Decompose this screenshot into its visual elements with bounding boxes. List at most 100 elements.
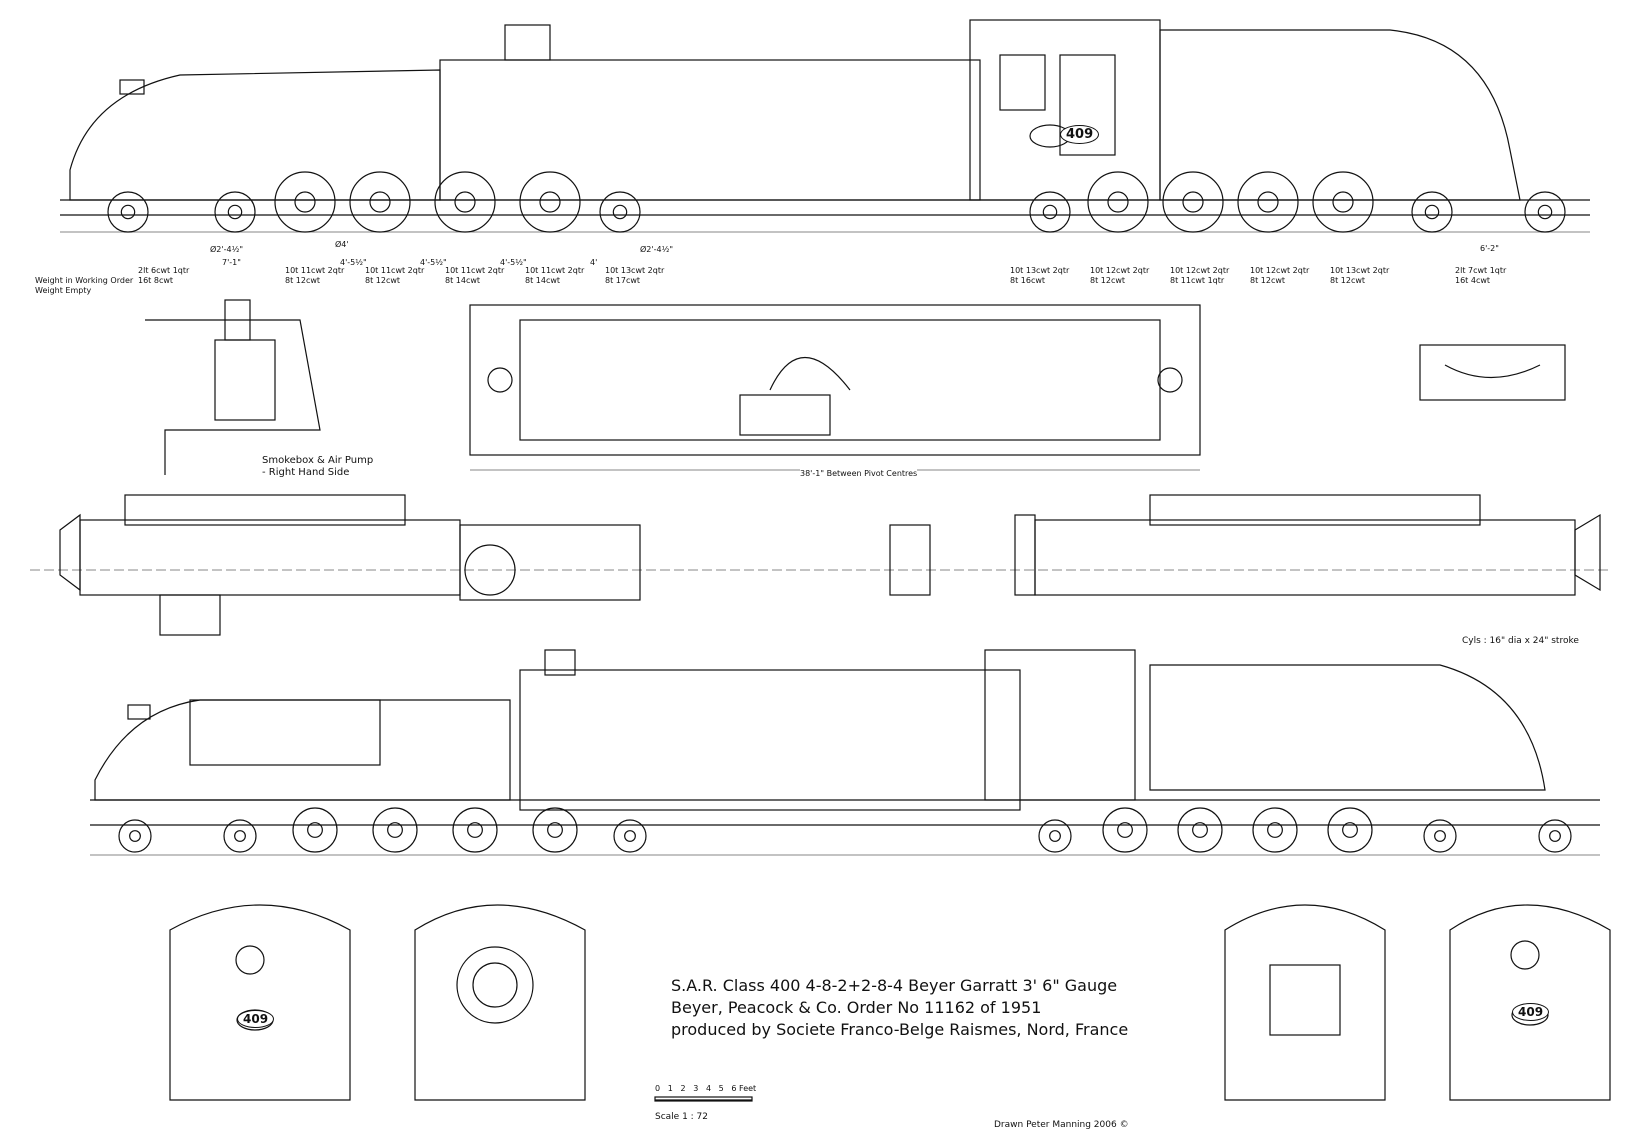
- caption-line: Smokebox & Air Pump: [262, 455, 374, 466]
- bogie-end-view: [1419, 344, 1566, 401]
- title-line: produced by Societe Franco-Belge Raismes…: [671, 1020, 1129, 1039]
- wheel-hub: [547, 822, 563, 838]
- number-plate: 409: [1060, 125, 1100, 144]
- wheel-hub: [1549, 830, 1561, 842]
- wheel: [1029, 191, 1071, 233]
- wheel: [434, 171, 496, 233]
- wheel-hub: [1117, 822, 1133, 838]
- wheel: [1538, 819, 1572, 853]
- wheel-hub: [612, 204, 628, 220]
- wheel: [292, 807, 338, 853]
- side-elevation: [60, 19, 1590, 233]
- wheel-hub: [227, 204, 243, 220]
- wheel: [1237, 171, 1299, 233]
- title-block: S.A.R. Class 400 4-8-2+2-8-4 Beyer Garra…: [671, 975, 1128, 1041]
- wheel: [599, 191, 641, 233]
- dim-spacing: 4': [590, 258, 598, 267]
- wheel: [349, 171, 411, 233]
- wheel: [372, 807, 418, 853]
- wheel: [1102, 807, 1148, 853]
- wheel: [452, 807, 498, 853]
- dim-spacing: 4'-5½": [420, 258, 447, 267]
- weight-label-empty: Weight Empty: [35, 286, 92, 295]
- wheel-hub: [1257, 191, 1279, 213]
- wheel-hub: [454, 191, 476, 213]
- dim-rear-pony-wheel: Ø2'-4½": [640, 245, 673, 254]
- detail-caption: Smokebox & Air Pump - Right Hand Side: [262, 455, 373, 479]
- wheel-set: [107, 171, 1566, 233]
- wheel: [532, 807, 578, 853]
- wheel-hub: [539, 191, 561, 213]
- wheel-hub: [1182, 191, 1204, 213]
- wheel: [274, 171, 336, 233]
- dim-spacing: 4'-5½": [340, 258, 367, 267]
- wheel: [1411, 191, 1453, 233]
- wheel-hub: [294, 191, 316, 213]
- smokebox-detail: [145, 299, 321, 475]
- dim-rear-spacing: 6'-2": [1480, 244, 1499, 253]
- wheel-hub: [307, 822, 323, 838]
- wheel-set-section: [118, 807, 1572, 853]
- wheel: [107, 191, 149, 233]
- wheel: [1038, 819, 1072, 853]
- wheel-hub: [1107, 191, 1129, 213]
- wheel-hub: [1342, 822, 1358, 838]
- number-plate-front: 409: [237, 1010, 275, 1028]
- wheel: [1087, 171, 1149, 233]
- dim-pivot-centres: 38'-1" Between Pivot Centres: [800, 469, 918, 479]
- wheel-hub: [1049, 830, 1061, 842]
- frame-plan: [469, 304, 1201, 471]
- cylinders-note: Cyls : 16" dia x 24" stroke: [1462, 636, 1579, 646]
- engine-units-plan: [30, 494, 1610, 636]
- wheel: [1327, 807, 1373, 853]
- title-line: S.A.R. Class 400 4-8-2+2-8-4 Beyer Garra…: [671, 976, 1118, 995]
- wheel-hub: [1424, 204, 1440, 220]
- wheel: [1177, 807, 1223, 853]
- dim-pony-wheel: Ø2'-4½": [210, 245, 243, 254]
- dim-driving-wheel: Ø4': [335, 240, 349, 249]
- number-plate-rear: 409: [1512, 1003, 1550, 1021]
- wheel-hub: [120, 204, 136, 220]
- wheel-hub: [1267, 822, 1283, 838]
- wheel: [519, 171, 581, 233]
- title-line: Beyer, Peacock & Co. Order No 11162 of 1…: [671, 998, 1042, 1017]
- wheel: [1524, 191, 1566, 233]
- wheel: [118, 819, 152, 853]
- wheel-hub: [1537, 204, 1553, 220]
- wheel: [214, 191, 256, 233]
- scale-bar: [654, 1096, 753, 1102]
- wheel: [1252, 807, 1298, 853]
- credit: Drawn Peter Manning 2006 ©: [994, 1120, 1129, 1130]
- wheel-hub: [1332, 191, 1354, 213]
- wheel-hub: [387, 822, 403, 838]
- sectional-elevation: [90, 649, 1600, 856]
- dim-spacing: 4'-5½": [500, 258, 527, 267]
- wheel-hub: [1434, 830, 1446, 842]
- wheel-hub: [467, 822, 483, 838]
- wheel: [613, 819, 647, 853]
- wheel: [1423, 819, 1457, 853]
- wheel-hub: [1042, 204, 1058, 220]
- wheel: [1162, 171, 1224, 233]
- wheel-hub: [624, 830, 636, 842]
- dim-spacing: 7'-1": [222, 258, 241, 267]
- weight-label-working: Weight in Working Order: [35, 276, 134, 285]
- wheel-hub: [129, 830, 141, 842]
- caption-line: - Right Hand Side: [262, 467, 350, 478]
- scale-ticks: 0 1 2 3 4 5 6 Feet: [655, 1084, 757, 1093]
- wheel-hub: [234, 830, 246, 842]
- wheel: [223, 819, 257, 853]
